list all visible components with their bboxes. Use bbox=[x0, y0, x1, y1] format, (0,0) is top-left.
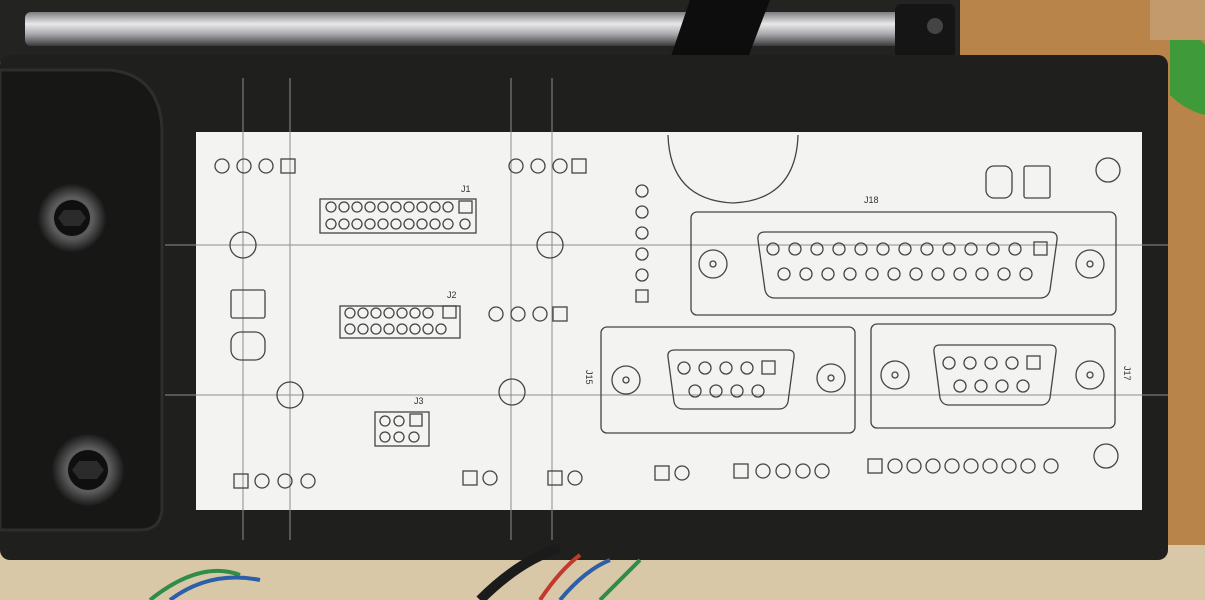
cutout-arc bbox=[667, 134, 799, 204]
label-j15: J15 bbox=[584, 370, 594, 385]
header-j1: J1 bbox=[319, 184, 477, 234]
label-j2: J2 bbox=[447, 290, 457, 300]
mount-hole-top-right bbox=[1095, 157, 1121, 183]
pad-pair-top-right bbox=[985, 165, 1051, 199]
label-j3: J3 bbox=[414, 396, 424, 406]
cables bbox=[148, 543, 642, 600]
label-j17: J17 bbox=[1122, 366, 1132, 381]
panel-recess bbox=[0, 68, 164, 532]
pad-oval-left bbox=[230, 331, 266, 361]
connector-j15: J15 bbox=[584, 326, 856, 434]
pad-square-left bbox=[230, 289, 266, 319]
pad-pair-bottom-b bbox=[547, 470, 583, 486]
pad-pair-bottom-a bbox=[462, 470, 498, 486]
bolt-top bbox=[38, 184, 106, 252]
metal-rod bbox=[25, 12, 925, 46]
paper-template bbox=[196, 132, 1142, 510]
wall-right bbox=[1150, 0, 1205, 40]
pad-row-bottom-5 bbox=[733, 463, 830, 479]
header-j3: J3 bbox=[374, 396, 430, 447]
carriage-bracket bbox=[668, 0, 770, 65]
rod-clamp bbox=[895, 4, 955, 58]
alignment-lines bbox=[165, 78, 1168, 540]
pad-row-top-middle bbox=[508, 158, 587, 174]
bolt-bottom bbox=[52, 434, 124, 506]
mount-hole-bottom-right bbox=[1093, 443, 1119, 469]
header-j2: J2 bbox=[339, 290, 461, 339]
label-j1: J1 bbox=[461, 184, 471, 194]
mount-hole-middle-bottom bbox=[498, 378, 526, 406]
mount-hole-left-bottom bbox=[276, 381, 304, 409]
mount-hole-middle-top bbox=[536, 231, 564, 259]
pad-row-bottom-left bbox=[233, 473, 316, 489]
pad-pair-bottom-c bbox=[654, 465, 690, 481]
pad-row-bottom-10 bbox=[867, 458, 1059, 474]
clamp-screw bbox=[927, 18, 943, 34]
pad-row-middle bbox=[488, 306, 568, 322]
connector-j18: J18 bbox=[690, 195, 1117, 316]
green-plant bbox=[1170, 36, 1205, 115]
label-j18: J18 bbox=[864, 195, 879, 205]
pad-column-vertical bbox=[635, 184, 649, 303]
pad-row-top-left bbox=[214, 158, 296, 174]
connector-j17: J17 bbox=[870, 323, 1132, 429]
mount-hole-left-top bbox=[229, 231, 257, 259]
